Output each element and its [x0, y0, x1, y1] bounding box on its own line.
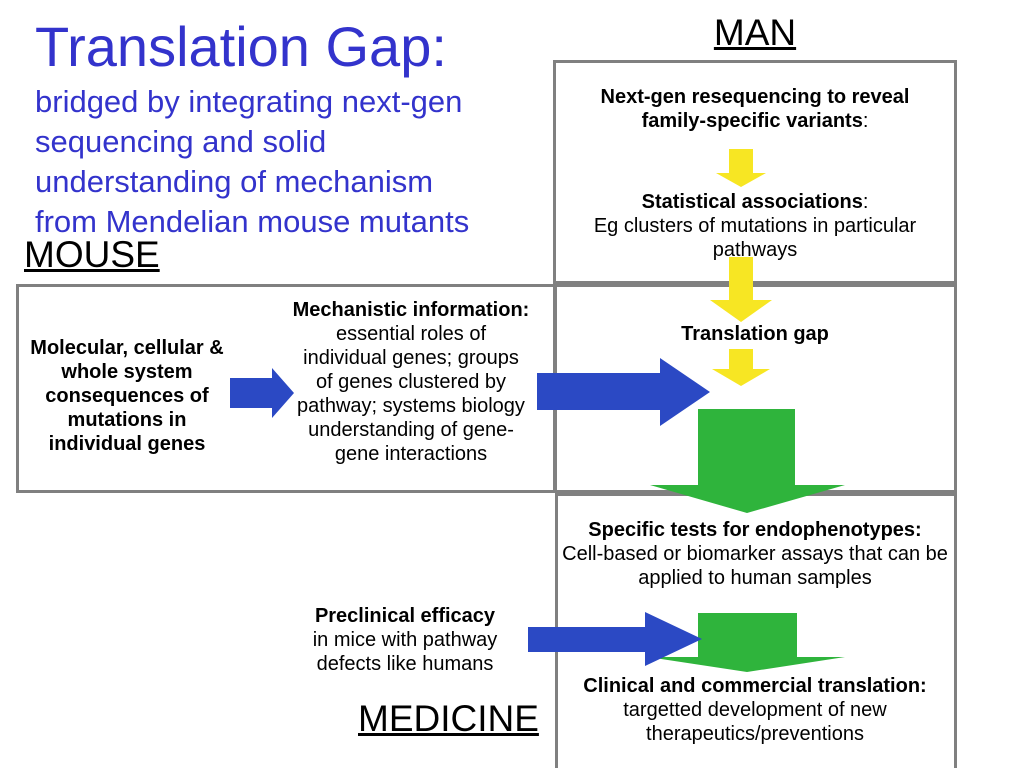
blue-right-arrow-small	[230, 368, 294, 418]
yellow-down-arrow-3-shape	[712, 349, 770, 386]
blue-right-arrow-bottom-shape	[528, 612, 702, 666]
text-clinical-bold: Clinical and commercial translation:	[583, 675, 927, 697]
text-mechanistic-information: Mechanistic information: essential roles…	[278, 298, 544, 466]
text-molecular-consequences: Molecular, cellular & whole system conse…	[18, 336, 236, 456]
text-statistical-associations: Statistical associations: Eg clusters of…	[553, 190, 957, 262]
blue-right-arrow-bottom	[528, 612, 702, 666]
text-statistical-bold: Statistical associations	[641, 191, 863, 213]
text-nextgen-resequencing: Next-gen resequencing to reveal family-s…	[553, 85, 957, 133]
text-preclinical-rest: in mice with pathway defects like humans	[312, 629, 498, 675]
text-specific-tests-bold: Specific tests for endophenotypes:	[588, 519, 922, 541]
text-translation-gap: Translation gap	[553, 322, 957, 346]
blue-right-arrow-big-shape	[537, 358, 710, 426]
text-translation-gap-bold: Translation gap	[681, 323, 829, 345]
yellow-down-arrow-1-shape	[716, 149, 766, 187]
heading-mouse: MOUSE	[24, 234, 160, 275]
yellow-down-arrow-2	[710, 257, 772, 322]
text-nextgen-bold: Next-gen resequencing to reveal family-s…	[600, 86, 910, 132]
text-clinical-rest: targetted development of new therapeutic…	[623, 699, 887, 745]
text-preclinical-efficacy: Preclinical efficacy in mice with pathwa…	[298, 604, 512, 676]
text-specific-tests-rest: Cell-based or biomarker assays that can …	[562, 543, 948, 589]
heading-man: MAN	[713, 12, 797, 53]
text-statistical-rest: : Eg clusters of mutations in particular…	[593, 191, 917, 261]
yellow-down-arrow-1	[716, 149, 766, 187]
man-panel-box	[553, 60, 957, 284]
text-specific-tests: Specific tests for endophenotypes: Cell-…	[548, 518, 962, 590]
text-preclinical-bold: Preclinical efficacy	[314, 605, 496, 627]
slide-subtitle: bridged by integrating next-gen sequenci…	[35, 84, 470, 239]
green-down-arrow-big	[650, 409, 845, 513]
green-down-arrow-bottom-shape	[648, 613, 845, 672]
blue-right-arrow-big	[537, 358, 710, 426]
text-mechanistic-rest: essential roles of individual genes; gro…	[297, 323, 525, 465]
text-molecular-bold: Molecular, cellular & whole system conse…	[30, 337, 224, 455]
blue-right-arrow-small-shape	[230, 368, 294, 418]
text-clinical-translation: Clinical and commercial translation: tar…	[548, 674, 962, 746]
yellow-down-arrow-2-shape	[710, 257, 772, 322]
yellow-down-arrow-3	[712, 349, 770, 386]
text-nextgen-rest: :	[862, 110, 869, 132]
green-down-arrow-big-shape	[650, 409, 845, 513]
slide-title: Translation Gap:	[35, 15, 447, 78]
green-down-arrow-bottom	[648, 613, 845, 672]
heading-medicine: MEDICINE	[358, 698, 539, 739]
text-mechanistic-bold: Mechanistic information:	[292, 299, 530, 321]
